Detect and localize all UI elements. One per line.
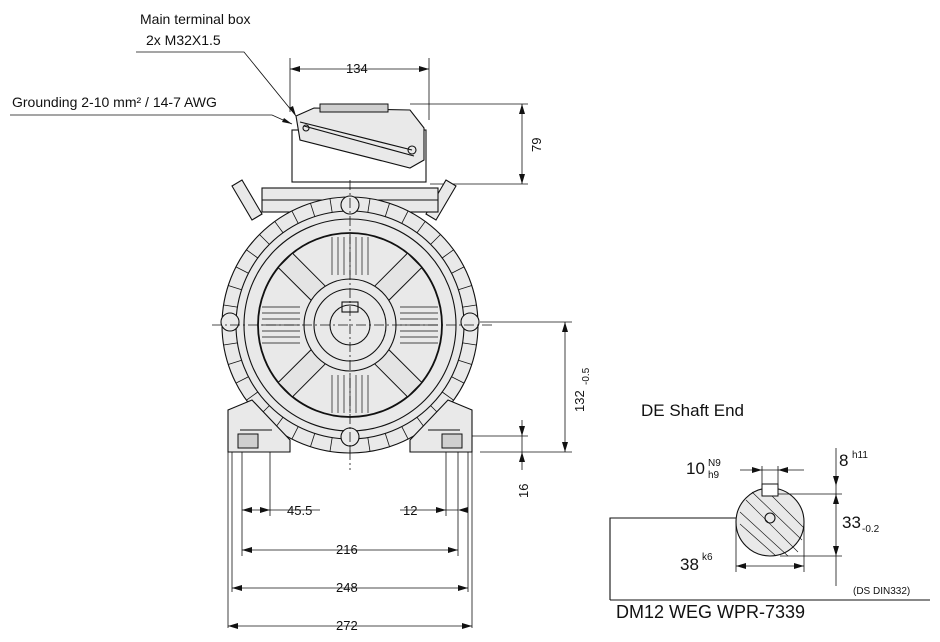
dim-132-tolerance: -0.5 (581, 367, 592, 385)
dim-216-label: 216 (336, 542, 358, 557)
fan-spokes (262, 237, 438, 413)
bottom-dimensions: 45.5 12 216 248 272 (227, 452, 473, 633)
dim-79-label: 79 (529, 138, 544, 152)
dim-272-label: 272 (336, 618, 358, 633)
dim-12-label: 12 (403, 503, 417, 518)
standard-reference: (DS DIN332) (853, 586, 910, 597)
dimension-132: 132 -0.5 (480, 321, 592, 453)
diameter-tol: k6 (702, 552, 713, 563)
dimension-16: 16 (472, 420, 531, 498)
key-height-tol: h11 (852, 450, 868, 461)
terminal-box-label: Main terminal box (140, 11, 251, 27)
dim-16-label: 16 (516, 484, 531, 498)
motor-housing (212, 179, 492, 470)
dimension-79: 79 (410, 103, 544, 185)
dim-45-5-label: 45.5 (287, 503, 312, 518)
dim-132-label: 132 (572, 390, 587, 412)
terminal-box (291, 103, 427, 183)
key-width-lower-tol: h9 (708, 470, 720, 481)
key-width-upper-tol: N9 (708, 458, 721, 469)
dim-134-label: 134 (346, 61, 368, 76)
terminal-box-thread-label: 2x M32X1.5 (146, 32, 221, 48)
key-depth-value: 33 (842, 513, 861, 532)
dimension-134: 134 (289, 58, 430, 120)
shaft-end-detail: DE Shaft End 10 N9 h9 8 h11 33 -0.2 (609, 401, 930, 622)
dim-248-label: 248 (336, 580, 358, 595)
diameter-value: 38 (680, 555, 699, 574)
model-designation: DM12 WEG WPR-7339 (616, 602, 805, 622)
grounding-label: Grounding 2-10 mm² / 14-7 AWG (12, 94, 217, 110)
grounding-callout: Grounding 2-10 mm² / 14-7 AWG (10, 94, 293, 125)
key-height-value: 8 (839, 451, 848, 470)
key-width-value: 10 (686, 459, 705, 478)
key-depth-tol: -0.2 (862, 524, 880, 535)
shaft-end-title: DE Shaft End (641, 401, 744, 420)
terminal-box-callout: Main terminal box 2x M32X1.5 (136, 11, 297, 117)
